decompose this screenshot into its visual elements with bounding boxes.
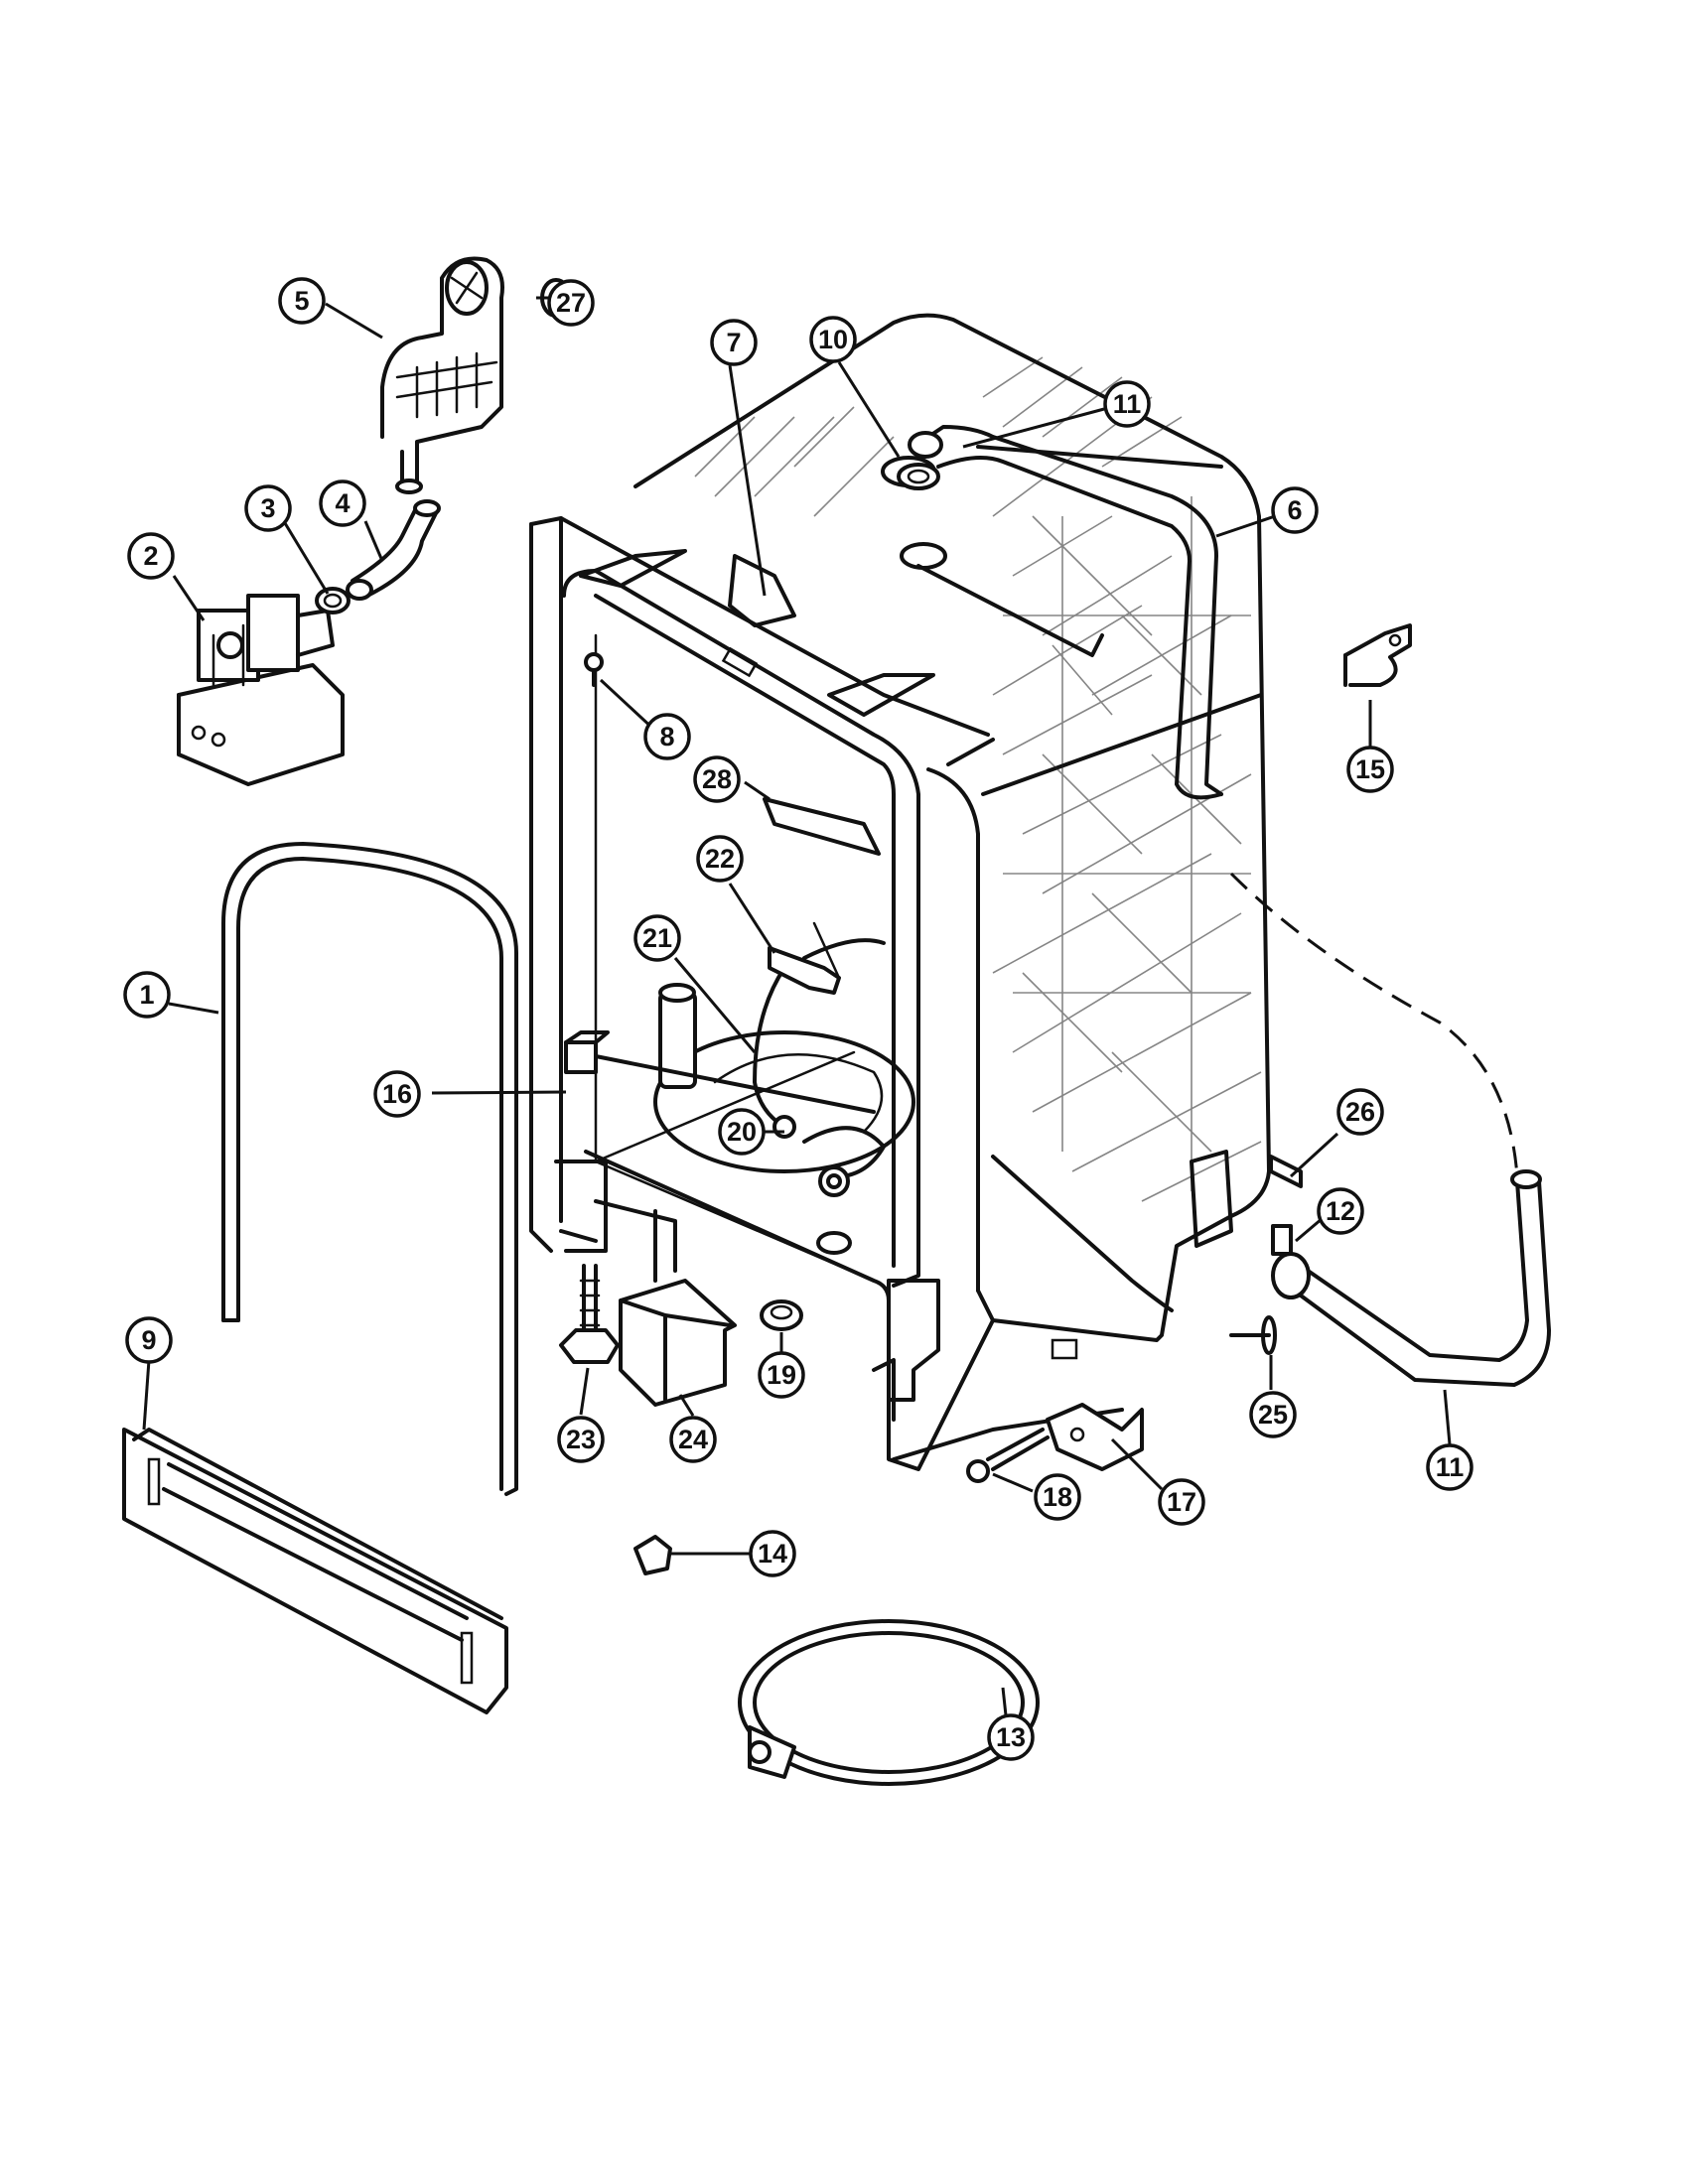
callout-26: 26 — [1336, 1088, 1384, 1136]
leveling-bolt — [966, 1428, 1050, 1483]
callout-25: 25 — [1249, 1391, 1297, 1438]
callout-6: 6 — [1271, 486, 1319, 534]
callout-label: 2 — [143, 541, 158, 571]
callout-label: 28 — [702, 764, 732, 794]
callout-label: 12 — [1326, 1196, 1355, 1226]
callout-label: 6 — [1287, 495, 1302, 525]
callout-label: 16 — [382, 1079, 412, 1109]
callout-2: 2 — [127, 532, 175, 580]
callout-15: 15 — [1346, 746, 1394, 793]
callout-label: 18 — [1043, 1482, 1072, 1512]
drain-hose-clamp — [1271, 1224, 1311, 1299]
callout-12: 12 — [1317, 1187, 1364, 1235]
callout-label: 3 — [260, 493, 275, 523]
callout-1: 1 — [123, 971, 171, 1019]
fill-funnel — [380, 256, 504, 494]
gasket-strip — [763, 797, 881, 856]
callout-4: 4 — [319, 479, 366, 527]
sump-assembly — [574, 983, 915, 1255]
callout-label: 23 — [566, 1425, 596, 1454]
callout-label: 7 — [726, 328, 741, 357]
callout-13: 13 — [987, 1713, 1035, 1761]
small-fastener — [633, 1535, 672, 1575]
callout-3: 3 — [244, 484, 292, 532]
door-switch-actuator — [564, 1030, 610, 1074]
fill-hose — [346, 499, 441, 601]
callout-label: 22 — [705, 844, 735, 874]
callout-9: 9 — [125, 1316, 173, 1364]
callout-18: 18 — [1034, 1473, 1081, 1521]
door-gasket — [221, 842, 518, 1496]
callout-label: 14 — [758, 1539, 787, 1569]
callout-label: 4 — [335, 488, 350, 518]
callout-24: 24 — [669, 1416, 717, 1463]
nut-grommet — [760, 1299, 803, 1331]
leader-lines — [142, 296, 1452, 1716]
callout-label: 11 — [1113, 389, 1142, 419]
callout-label: 26 — [1345, 1097, 1375, 1127]
water-valve — [177, 594, 345, 786]
grommet — [897, 463, 940, 490]
tub-shell — [633, 313, 1271, 1342]
callout-19: 19 — [758, 1351, 805, 1399]
hose-routing-line — [1229, 872, 1519, 1177]
hose-clip — [1343, 623, 1412, 687]
callout-label: 9 — [141, 1325, 156, 1355]
small-bracket — [1269, 1155, 1303, 1188]
callout-10: 10 — [809, 316, 857, 363]
mounting-bracket — [1046, 1403, 1144, 1471]
callout-14: 14 — [749, 1530, 796, 1577]
hose-clamp-small — [315, 587, 351, 614]
callout-23: 23 — [557, 1416, 605, 1463]
callout-label: 27 — [556, 288, 586, 318]
leveling-leg — [559, 1264, 620, 1364]
callout-label: 20 — [727, 1117, 757, 1147]
callout-16: 16 — [373, 1070, 421, 1118]
callout-label: 8 — [659, 722, 674, 751]
callout-17: 17 — [1158, 1478, 1205, 1526]
junction-box — [619, 1279, 737, 1407]
callout-5: 5 — [278, 277, 326, 325]
callout-27: 27 — [547, 279, 595, 327]
callout-label: 1 — [139, 980, 154, 1010]
drain-hose-top — [908, 425, 1223, 800]
callout-label: 17 — [1167, 1487, 1196, 1517]
callout-label: 25 — [1258, 1400, 1288, 1430]
callout-label: 13 — [996, 1722, 1026, 1752]
callout-label: 19 — [767, 1360, 796, 1390]
callout-11-top: 11 — [1103, 380, 1151, 428]
callout-label: 11 — [1436, 1452, 1465, 1482]
callout-22: 22 — [696, 835, 744, 883]
callout-label: 10 — [818, 325, 848, 354]
callout-20: 20 — [718, 1108, 766, 1156]
callout-21: 21 — [633, 914, 681, 962]
callout-label: 5 — [294, 286, 309, 316]
toe-kick-panel — [122, 1428, 508, 1714]
callout-8: 8 — [643, 713, 691, 760]
callout-11-bottom: 11 — [1426, 1443, 1474, 1491]
clamp-ring — [738, 1619, 1040, 1786]
screw — [584, 652, 604, 687]
pin-rivet — [1229, 1315, 1277, 1355]
callout-28: 28 — [693, 755, 741, 803]
wire-harness — [753, 921, 886, 1139]
callout-label: 24 — [678, 1425, 708, 1454]
callout-label: 21 — [642, 923, 672, 953]
callout-7: 7 — [710, 319, 758, 366]
callout-label: 15 — [1355, 754, 1385, 784]
